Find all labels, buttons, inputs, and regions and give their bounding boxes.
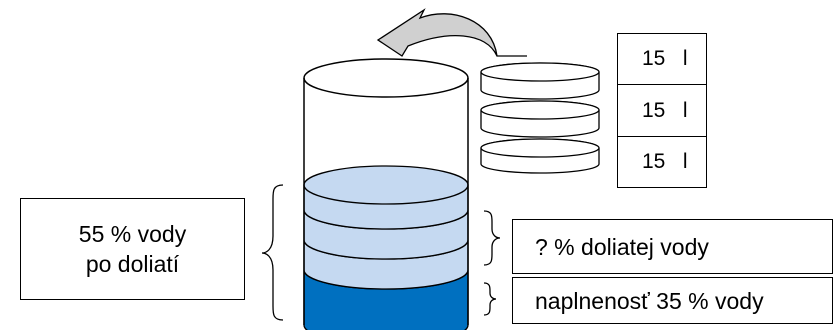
portion-disc-top xyxy=(480,62,600,82)
portion-amount: 15 xyxy=(642,47,666,70)
portion-cell: 15 l xyxy=(617,33,707,85)
after-fill-line1: 55 % vody xyxy=(78,221,187,247)
water-surface xyxy=(303,165,469,205)
added-water-text: ? % doliatej vody xyxy=(535,233,709,260)
curly-brace-icon xyxy=(483,282,497,316)
portion-amount: 15 xyxy=(642,98,666,122)
after-fill-label: 55 % vody po doliatí xyxy=(20,198,245,300)
curved-arrow-icon xyxy=(376,8,527,57)
portion-disc-top xyxy=(480,100,600,120)
initial-fill-text: naplnenosť 35 % vody xyxy=(535,287,764,314)
tank-top-rim xyxy=(303,58,469,98)
portion-disc-top xyxy=(480,138,600,158)
portion-unit: l xyxy=(682,47,688,70)
portion-unit: l xyxy=(682,150,688,173)
portion-amount: 15 xyxy=(642,150,666,173)
after-fill-line2: po doliatí xyxy=(85,251,180,277)
initial-fill-label: naplnenosť 35 % vody xyxy=(512,277,833,324)
added-water-label: ? % doliatej vody xyxy=(512,219,833,274)
portion-cell: 15 l xyxy=(617,84,707,137)
water-portions-stack xyxy=(480,62,600,174)
portion-cell: 15 l xyxy=(617,136,707,188)
water-tank xyxy=(303,58,469,330)
curly-brace-icon xyxy=(483,210,501,266)
portion-unit: l xyxy=(682,98,688,122)
curly-brace-icon xyxy=(261,184,284,321)
